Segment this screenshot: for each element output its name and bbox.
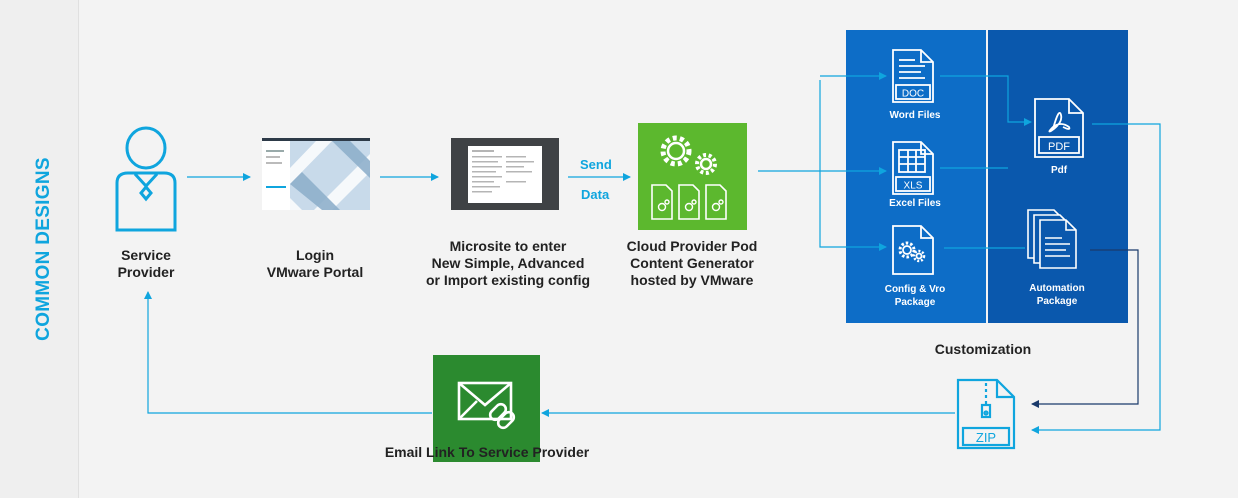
microsite-label: Microsite to enter New Simple, Advanced … (425, 238, 591, 288)
arrow-generator-to-customization (758, 80, 821, 172)
login-label: Login VMware Portal (266, 247, 364, 280)
svg-text:PDF: PDF (1048, 141, 1070, 153)
arrow-pdf-to-zip (1031, 123, 1161, 434)
send-label: Send (580, 157, 612, 172)
customization-panel-packages (988, 30, 1128, 323)
zip-file-icon: ZIP (956, 378, 1016, 450)
email-label: Email Link To Service Provider (384, 444, 590, 460)
sidebar: COMMON DESIGNS (0, 0, 79, 498)
svg-text:DOC: DOC (902, 89, 924, 100)
automation-package-icon (1027, 209, 1077, 269)
service-provider-label: Service Provider (117, 247, 175, 280)
content-generator-icon (638, 123, 747, 230)
arrow-automation-to-zip (1031, 249, 1139, 408)
microsite-screenshot (451, 138, 559, 210)
excel-files-label: Excel Files (889, 198, 941, 209)
content-generator-label: Cloud Provider Pod Content Generator hos… (626, 238, 758, 288)
excel-file-icon: XLS (892, 141, 934, 195)
config-package-label: Config & Vro Package (884, 284, 946, 308)
word-file-icon: DOC (892, 49, 934, 103)
arrow-email-to-provider (144, 291, 432, 414)
automation-package-label: Automation Package (1029, 283, 1085, 307)
email-icon (433, 355, 540, 462)
pdf-label: Pdf (1050, 165, 1068, 176)
customization-title: Customization (934, 341, 1032, 357)
svg-text:XLS: XLS (904, 181, 923, 192)
vmware-portal-screenshot (262, 138, 370, 210)
arrow-word-to-pdf (940, 75, 1032, 126)
word-files-label: Word Files (889, 110, 941, 121)
data-label: Data (581, 187, 610, 202)
pdf-file-icon: PDF (1034, 98, 1084, 158)
service-provider-icon (115, 126, 177, 232)
svg-text:ZIP: ZIP (976, 430, 996, 445)
config-file-icon (892, 225, 934, 275)
